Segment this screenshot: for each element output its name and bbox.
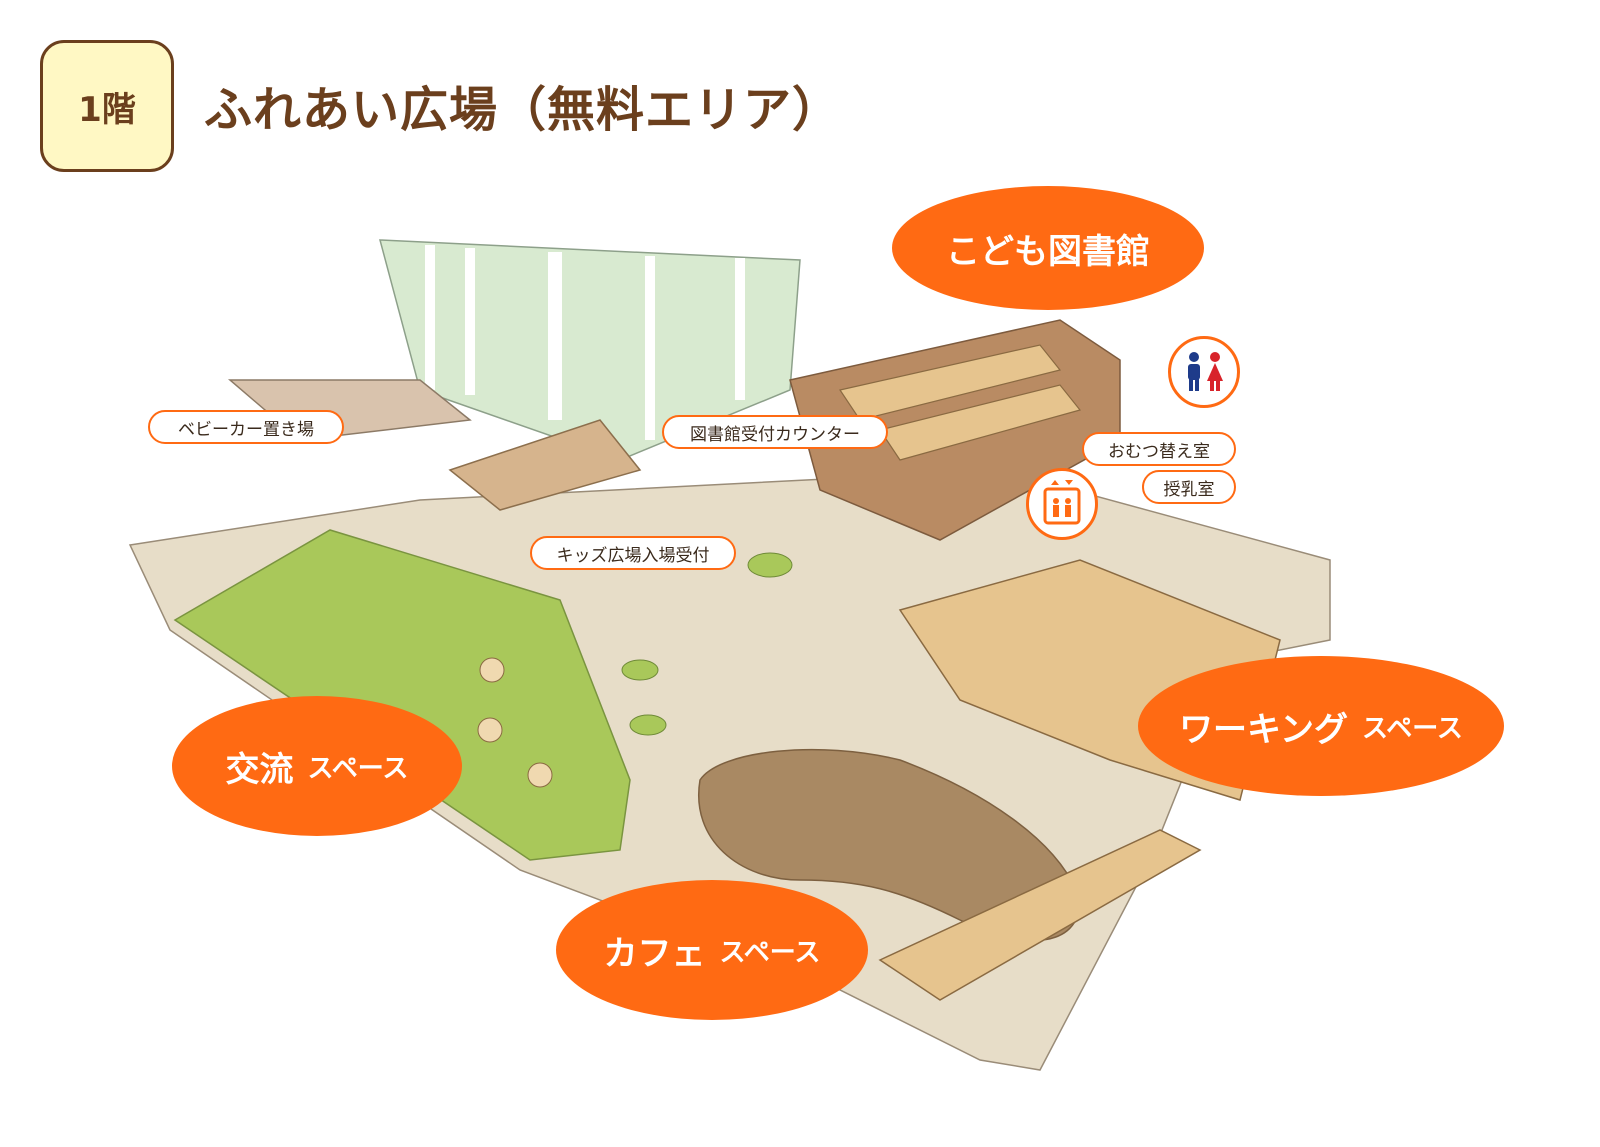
stroller-parking-label: ベビーカー置き場 bbox=[148, 410, 344, 444]
floor-badge: 1階 bbox=[40, 40, 174, 172]
library-shelves bbox=[839, 344, 1062, 421]
green-stool bbox=[747, 552, 793, 578]
table bbox=[477, 717, 503, 743]
zone-cafe: カフェ スペース bbox=[556, 880, 868, 1020]
kids-entrance-label: キッズ広場入場受付 bbox=[530, 536, 736, 570]
restroom-glyph bbox=[1188, 352, 1223, 391]
zone-exchange-label: 交流 bbox=[225, 749, 294, 790]
library-counter-label: 図書館受付カウンター bbox=[662, 415, 888, 449]
green-stool bbox=[629, 714, 667, 736]
floor-label: 1階 bbox=[78, 89, 136, 130]
nursing-room-text: 授乳室 bbox=[1163, 479, 1215, 500]
restroom-icon bbox=[1168, 336, 1240, 408]
kids-entrance-text: キッズ広場入場受付 bbox=[556, 545, 710, 566]
zone-working-label: ワーキング bbox=[1179, 709, 1349, 750]
zone-working-sublabel: スペース bbox=[1362, 713, 1463, 744]
zone-kids-library: こども図書館 bbox=[892, 186, 1204, 310]
zone-kids-library-label: こども図書館 bbox=[946, 231, 1150, 272]
zone-cafe-sublabel: スペース bbox=[719, 937, 821, 968]
green-stool bbox=[621, 659, 659, 681]
table bbox=[479, 657, 505, 683]
zone-cafe-label: カフェ bbox=[603, 933, 706, 974]
zone-exchange-sublabel: スペース bbox=[307, 753, 409, 784]
stroller-parking-text: ベビーカー置き場 bbox=[178, 419, 314, 440]
cafe-counter bbox=[878, 829, 1202, 1001]
page-title: ふれあい広場（無料エリア） bbox=[204, 82, 842, 138]
elevator-icon bbox=[1026, 468, 1098, 540]
cafe-carpet bbox=[698, 748, 1081, 942]
zone-working: ワーキング スペース bbox=[1138, 656, 1504, 796]
diaper-room-label: おむつ替え室 bbox=[1082, 432, 1236, 466]
stair-steps bbox=[448, 419, 642, 511]
elevator-glyph bbox=[1043, 480, 1081, 525]
nursing-room-label: 授乳室 bbox=[1142, 470, 1236, 504]
table bbox=[527, 762, 553, 788]
exchange-lawn bbox=[173, 529, 631, 861]
library-counter-text: 図書館受付カウンター bbox=[690, 424, 860, 445]
diaper-room-text: おむつ替え室 bbox=[1108, 441, 1210, 462]
zone-exchange: 交流 スペース bbox=[172, 696, 462, 836]
